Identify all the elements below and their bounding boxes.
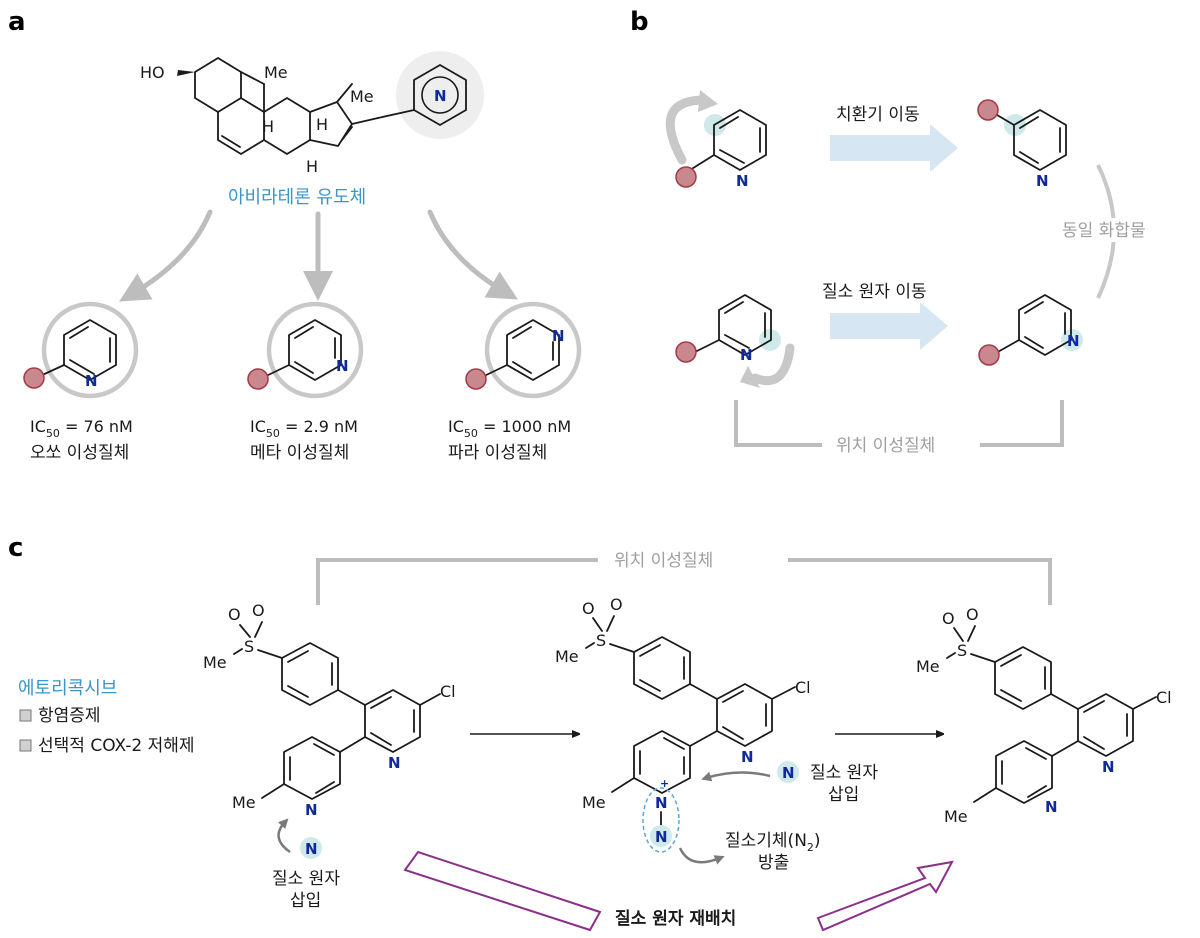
svg-text:Me: Me xyxy=(582,793,606,812)
svg-text:O: O xyxy=(942,609,955,628)
n-insert-mid-2: 삽입 xyxy=(828,785,859,805)
c-isomer-bracket xyxy=(316,558,1052,605)
legend-anti-inflammatory: 항염증제 xyxy=(38,706,101,726)
atom-h-14: H xyxy=(306,157,318,176)
name-meta: 메타 이성질체 xyxy=(250,443,349,463)
ortho-isomer: N xyxy=(23,301,139,399)
n-insert-left-1: 질소 원자 xyxy=(272,869,340,889)
b-bottom-left-pyridine: N xyxy=(675,294,795,388)
atom-ho: HO xyxy=(140,63,165,82)
n-bubble-left xyxy=(300,837,322,859)
svg-text:Me: Me xyxy=(944,807,968,826)
svg-text:S: S xyxy=(596,631,606,650)
b-bottom-process-arrow xyxy=(830,302,948,350)
svg-text:N: N xyxy=(655,828,668,846)
n-bubble-mid-label: N xyxy=(782,764,795,782)
svg-text:N: N xyxy=(655,794,668,812)
svg-text:N: N xyxy=(1102,758,1115,776)
svg-text:+: + xyxy=(660,777,669,790)
svg-text:Cl: Cl xyxy=(795,678,811,697)
svg-text:Me: Me xyxy=(203,653,227,672)
b-isomer-bracket xyxy=(734,400,1064,447)
b-bottom-arrow-label: 질소 원자 이동 xyxy=(822,282,927,302)
atom-h-8: H xyxy=(316,115,328,134)
svg-text:O: O xyxy=(610,595,623,614)
purple-arrow-right xyxy=(816,860,954,932)
drug-name: 에토리콕시브 xyxy=(18,678,117,699)
b-top-right-n: N xyxy=(1036,172,1049,190)
n-insert-left-2: 삽입 xyxy=(290,891,321,911)
legend-box-1 xyxy=(19,709,32,722)
atom-h-9: H xyxy=(262,117,274,136)
svg-text:Me: Me xyxy=(232,793,256,812)
ic50-para: IC50 = 1000 nM xyxy=(448,417,571,440)
atom-me-13: Me xyxy=(350,87,374,106)
para-n: N xyxy=(552,327,565,345)
svg-text:Me: Me xyxy=(555,647,579,666)
ortho-n: N xyxy=(85,372,98,390)
meta-n: N xyxy=(336,357,349,375)
derivative-label: 아비라테론 유도체 xyxy=(228,187,366,208)
n-bubble-left-label: N xyxy=(305,840,318,858)
n-insert-arrow-mid xyxy=(701,771,771,782)
b-isomer-label: 위치 이성질체 xyxy=(836,436,935,456)
svg-text:S: S xyxy=(244,637,254,656)
b-top-left-pyridine: N xyxy=(665,90,767,190)
svg-text:N: N xyxy=(305,801,318,819)
svg-text:N: N xyxy=(741,748,754,766)
n-bubble-mid xyxy=(777,761,799,783)
pyridine-halo xyxy=(396,51,484,139)
meta-isomer: N xyxy=(247,301,364,399)
b-bottom-left-n: N xyxy=(740,346,753,364)
n-insert-arrow-left xyxy=(277,818,291,854)
name-para: 파라 이성질체 xyxy=(448,443,547,463)
svg-text:Me: Me xyxy=(916,657,940,676)
svg-text:N: N xyxy=(1045,798,1058,816)
panel-letter-c: c xyxy=(8,533,23,563)
b-bottom-right-pyridine: N xyxy=(978,294,1083,366)
svg-text:O: O xyxy=(966,605,979,624)
purple-arrow-left xyxy=(403,850,602,932)
bottom-label: 질소 원자 재배치 xyxy=(615,908,736,929)
intermediate-structure: Me S O O Cl N Me N + N xyxy=(555,595,811,853)
n2-release-2: 방출 xyxy=(758,853,789,873)
para-isomer: N xyxy=(465,301,582,399)
panel-letter-b: b xyxy=(630,7,649,37)
atom-me-10: Me xyxy=(264,63,288,82)
n2-release-1: 질소기체(N2) xyxy=(725,831,821,854)
n2-release-arrow xyxy=(678,847,725,865)
svg-text:S: S xyxy=(957,641,967,660)
svg-text:Cl: Cl xyxy=(440,682,456,701)
b-bottom-right-n: N xyxy=(1067,332,1080,350)
svg-text:Cl: Cl xyxy=(1156,688,1172,707)
abiraterone-structure: HO Me Me H H H N xyxy=(140,51,484,176)
svg-text:O: O xyxy=(228,605,241,624)
product-structure: Me S O O Cl N Me N xyxy=(916,605,1172,826)
svg-text:N: N xyxy=(388,754,401,772)
ic50-ortho: IC50 = 76 nM xyxy=(30,417,133,440)
c-isomer-label: 위치 이성질체 xyxy=(614,551,713,571)
arrow-to-para xyxy=(427,209,518,300)
n-insert-mid-1: 질소 원자 xyxy=(810,763,878,783)
b-top-process-arrow xyxy=(830,124,958,172)
svg-text:O: O xyxy=(582,599,595,618)
b-top-arrow-label: 치환기 이동 xyxy=(836,105,920,125)
name-ortho: 오쏘 이성질체 xyxy=(30,443,129,463)
legend-box-2 xyxy=(19,739,32,752)
b-top-left-n: N xyxy=(736,172,749,190)
arrow-to-ortho xyxy=(119,209,213,302)
svg-text:O: O xyxy=(252,601,265,620)
pyridine-n: N xyxy=(434,87,447,105)
etoricoxib-structure: Me S O O Cl N Me N xyxy=(203,601,456,819)
legend-cox2: 선택적 COX-2 저해제 xyxy=(38,736,195,756)
ic50-meta: IC50 = 2.9 nM xyxy=(250,417,358,440)
same-compound-label: 동일 화합물 xyxy=(1062,221,1146,241)
b-top-right-pyridine: N xyxy=(977,99,1067,190)
panel-letter-a: a xyxy=(8,7,26,37)
